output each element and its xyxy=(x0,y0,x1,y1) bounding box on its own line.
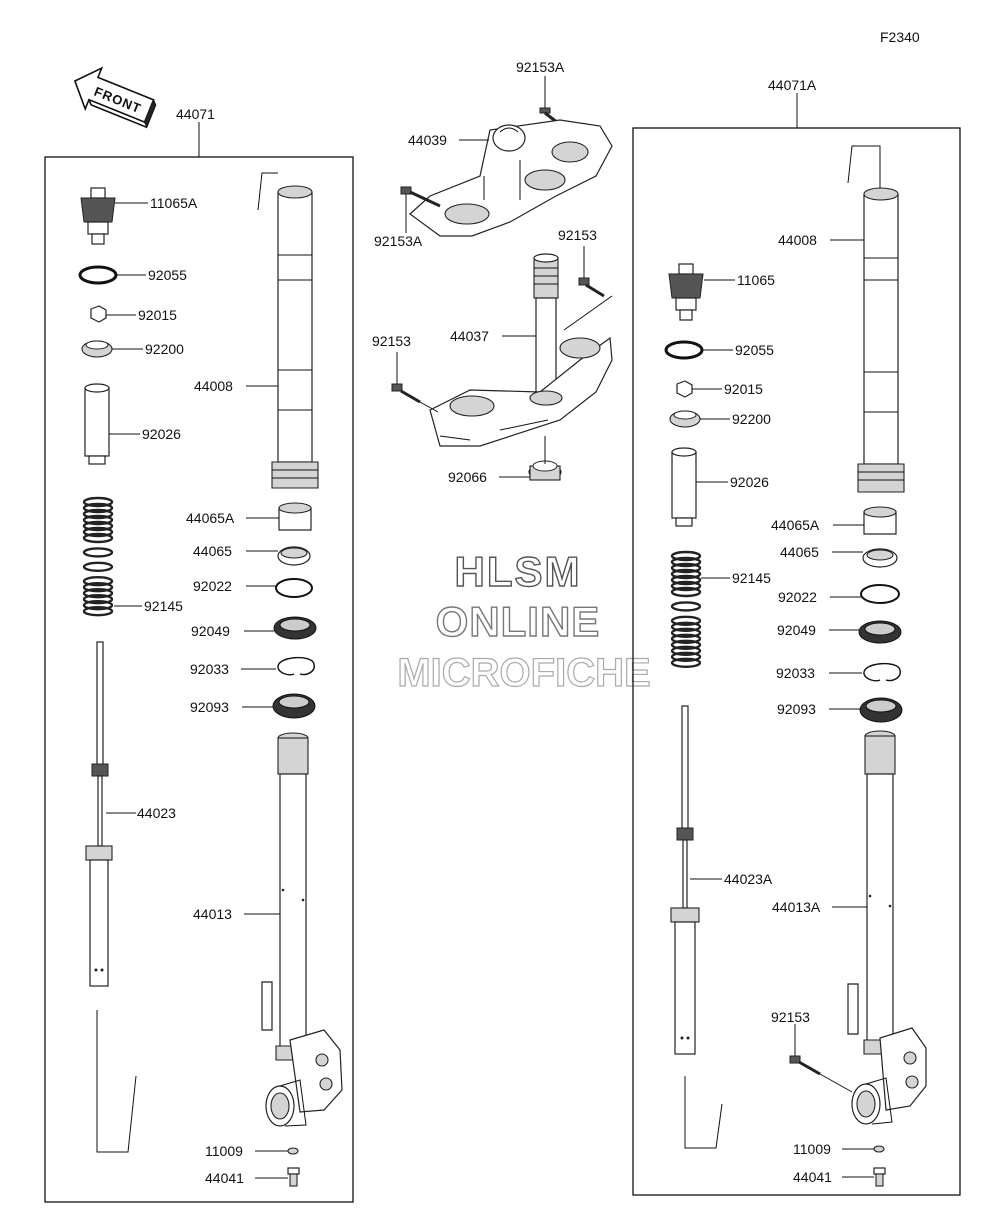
o-ring-icon-right xyxy=(664,340,704,360)
bolt-icon-right xyxy=(578,277,605,298)
inner-tube-icon xyxy=(261,732,343,1127)
watermark: HLSM ONLINE MICROFICHE xyxy=(397,547,652,695)
adjuster-bolt-icon-right xyxy=(668,263,704,321)
adjuster-bolt-icon xyxy=(80,187,116,245)
washer-ring-icon xyxy=(275,578,313,598)
washer-icon xyxy=(81,340,113,358)
part-label-92153-right: 92153 xyxy=(771,1009,810,1025)
part-label-92153a-top: 92153A xyxy=(516,59,565,75)
collar-icon-right xyxy=(671,447,697,527)
right-fork-group: 44071A 44008 11065 92055 xyxy=(632,77,961,1196)
left-fork-group: 44071 11065A 92055 92015 92200 xyxy=(44,106,354,1203)
part-label-44008-right: 44008 xyxy=(778,232,817,248)
spring-icon-right xyxy=(670,550,702,668)
collar-icon xyxy=(84,383,110,465)
part-label-92055-right: 92055 xyxy=(735,342,774,358)
part-label-44037: 44037 xyxy=(450,328,489,344)
upper-bracket-icon xyxy=(409,119,613,237)
part-label-44023a: 44023A xyxy=(724,871,773,887)
part-label-11065: 11065 xyxy=(737,272,775,288)
watermark-line3: MICROFICHE xyxy=(397,651,650,695)
bushing-icon xyxy=(278,502,312,531)
o-ring-icon xyxy=(78,265,118,285)
drain-bolt-icon xyxy=(287,1167,300,1187)
bushing-small-icon xyxy=(277,546,311,566)
part-label-92200-left: 92200 xyxy=(145,341,184,357)
oil-seal-icon xyxy=(273,616,317,640)
diagram-code: F2340 xyxy=(880,29,920,45)
part-label-44039: 44039 xyxy=(408,132,447,148)
part-label-92049-left: 92049 xyxy=(191,623,230,639)
part-label-92015-right: 92015 xyxy=(724,381,763,397)
part-label-11065a: 11065A xyxy=(150,195,198,211)
part-label-92022-right: 92022 xyxy=(778,589,817,605)
circlip-icon-right xyxy=(863,663,901,682)
right-assembly-label: 44071A xyxy=(768,77,817,93)
part-label-44013: 44013 xyxy=(193,906,232,922)
gasket-icon-right xyxy=(873,1145,885,1153)
watermark-line1: HLSM xyxy=(455,548,582,595)
part-label-92093-right: 92093 xyxy=(777,701,816,717)
washer-ring-icon-right xyxy=(860,584,900,604)
part-label-92033-right: 92033 xyxy=(776,665,815,681)
part-label-44023: 44023 xyxy=(137,805,176,821)
bushing-small-icon-right xyxy=(862,548,898,568)
part-label-44041-left: 44041 xyxy=(205,1170,244,1186)
part-label-44065-right: 44065 xyxy=(780,544,819,560)
dust-seal-icon-right xyxy=(859,697,903,723)
part-label-92055-left: 92055 xyxy=(148,267,187,283)
oil-seal-icon-right xyxy=(858,620,902,644)
part-label-92026-right: 92026 xyxy=(730,474,769,490)
seal-icon xyxy=(528,460,562,481)
part-label-92049-right: 92049 xyxy=(777,622,816,638)
circlip-icon xyxy=(277,657,315,676)
bushing-icon-right xyxy=(863,506,897,535)
caliper-bolt-icon xyxy=(789,1055,821,1076)
part-label-44041-right: 44041 xyxy=(793,1169,832,1185)
part-label-92145-right: 92145 xyxy=(732,570,771,586)
part-label-44013a: 44013A xyxy=(772,899,821,915)
center-group: 92153A 44039 92153A 92153 xyxy=(372,59,613,485)
part-label-44065-left: 44065 xyxy=(193,543,232,559)
part-label-44008-left: 44008 xyxy=(194,378,233,394)
gasket-icon xyxy=(287,1147,299,1155)
damper-rod-icon-right xyxy=(670,705,700,1055)
part-label-92015-left: 92015 xyxy=(138,307,177,323)
part-label-92200-right: 92200 xyxy=(732,411,771,427)
steering-stem-icon xyxy=(429,253,613,447)
part-label-92066: 92066 xyxy=(448,469,487,485)
front-arrow-icon: FRONT xyxy=(73,66,157,129)
part-label-11009-right: 11009 xyxy=(793,1141,831,1157)
bolt-icon-lower xyxy=(391,383,421,404)
watermark-line2: ONLINE xyxy=(436,598,601,645)
damper-rod-icon xyxy=(85,641,113,987)
part-label-44065a-left: 44065A xyxy=(186,510,235,526)
outer-tube-icon-right xyxy=(847,145,905,493)
inner-tube-icon-right xyxy=(847,730,927,1125)
part-label-92026-left: 92026 xyxy=(142,426,181,442)
nut-icon-right xyxy=(676,380,693,398)
spring-icon xyxy=(82,496,114,617)
part-label-44065a-right: 44065A xyxy=(771,517,820,533)
nut-icon xyxy=(90,305,107,323)
left-assembly-label: 44071 xyxy=(176,106,215,122)
part-label-92145-left: 92145 xyxy=(144,598,183,614)
part-label-92093-left: 92093 xyxy=(190,699,229,715)
part-label-92153-center-left: 92153 xyxy=(372,333,411,349)
drain-bolt-icon-right xyxy=(873,1167,886,1187)
part-label-92153-center-right: 92153 xyxy=(558,227,597,243)
washer-icon-right xyxy=(669,410,701,428)
part-label-92153a-left: 92153A xyxy=(374,233,423,249)
part-label-92033-left: 92033 xyxy=(190,661,229,677)
part-label-11009-left: 11009 xyxy=(205,1143,243,1159)
part-label-92022-left: 92022 xyxy=(193,578,232,594)
dust-seal-icon xyxy=(272,693,316,719)
outer-tube-icon xyxy=(257,172,319,489)
